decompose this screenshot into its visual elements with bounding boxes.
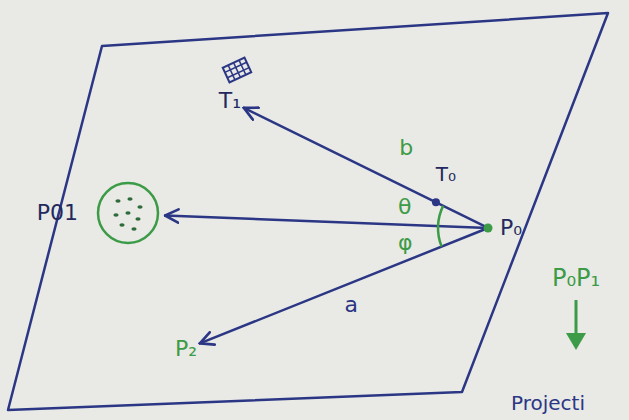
down-arrow xyxy=(566,300,586,350)
point-label: T₀ xyxy=(434,162,458,186)
cluster-dot xyxy=(127,197,132,201)
cluster-dot xyxy=(119,223,124,227)
cluster-dot xyxy=(135,217,140,221)
note-text-box: Projecti xyxy=(509,392,587,415)
side-label: b xyxy=(397,135,415,160)
satellite-symbol xyxy=(223,58,252,83)
node-label: P₀ xyxy=(500,215,522,240)
ray-arrow xyxy=(200,228,488,343)
side-label: a xyxy=(343,292,360,317)
node-label: P₂ xyxy=(175,336,197,361)
point-label-box: T₀ xyxy=(434,163,458,186)
edge-label-box: a xyxy=(343,292,360,317)
angle-label: φ xyxy=(396,230,415,255)
cluster-node: P01 xyxy=(37,179,162,247)
ray-arrow xyxy=(244,108,488,228)
cluster-circle xyxy=(94,179,162,247)
cluster-dot xyxy=(115,199,120,203)
angle-arc xyxy=(438,226,442,247)
node-label: P01 xyxy=(37,200,78,225)
point-node: P₀ xyxy=(482,215,522,240)
angle-label-box: θ xyxy=(396,194,413,219)
vector-label: P₀P₁ xyxy=(550,264,602,292)
point-dot xyxy=(432,198,440,206)
arrow-head xyxy=(566,333,586,350)
cluster-dot xyxy=(125,211,130,215)
point-label-node: P₂ xyxy=(175,336,197,361)
vector-label-box: P₀P₁ xyxy=(550,265,602,293)
angle-arc xyxy=(438,206,443,226)
cluster-dot xyxy=(137,205,142,209)
angle-label: θ xyxy=(396,194,413,219)
satellite-label-node: T₁ xyxy=(219,88,241,113)
satellite-body xyxy=(223,58,252,83)
point-dot xyxy=(482,222,494,234)
point-dot-fill xyxy=(484,223,493,232)
cluster-dot xyxy=(113,213,118,217)
cluster-dot xyxy=(131,227,136,231)
node-label: T₁ xyxy=(219,88,241,113)
cluster-outline xyxy=(98,183,158,243)
plane-outline xyxy=(8,13,608,410)
satellite-hatch xyxy=(223,58,252,83)
edge-label-box: b xyxy=(397,135,415,160)
note-text: Projecti xyxy=(509,391,587,415)
angle-label-box: φ xyxy=(396,230,415,255)
